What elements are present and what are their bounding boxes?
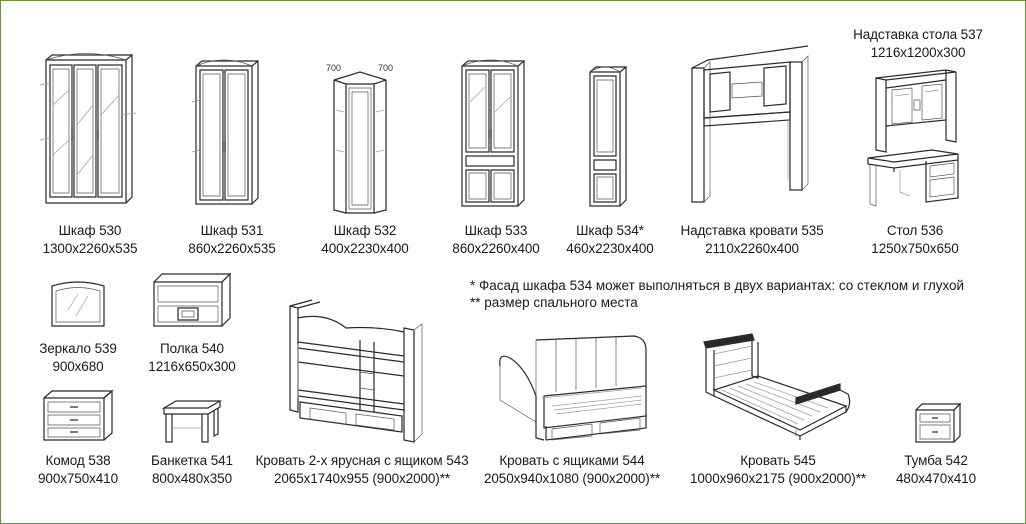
wardrobe-532-caption: Шкаф 532 400x2230x400 bbox=[305, 222, 425, 258]
wardrobe-532 bbox=[330, 70, 390, 215]
bench-541-caption: Банкетка 541 800x480x350 bbox=[132, 452, 252, 488]
bunk-bed-543-dims: 2065x1740x955 (900x2000)** bbox=[273, 471, 451, 486]
wardrobe-533-drawing bbox=[458, 52, 530, 210]
bed-545 bbox=[700, 332, 856, 442]
desk-536 bbox=[866, 66, 962, 208]
wardrobe-530-drawing bbox=[40, 45, 140, 205]
wardrobe-531-caption: Шкаф 531 860x2260x535 bbox=[172, 222, 292, 258]
wardrobe-533 bbox=[458, 52, 530, 210]
shelf-540 bbox=[152, 268, 234, 330]
bed-545-dims: 1000x960x2175 (900x2000)** bbox=[689, 471, 867, 486]
bed-with-drawers-544 bbox=[496, 330, 656, 442]
desk-536-name: Стол 536 bbox=[886, 223, 944, 238]
mirror-539-dims: 900x680 bbox=[52, 359, 104, 374]
desk-536-caption: Стол 536 1250x750x650 bbox=[850, 222, 980, 258]
shelf-540-drawing bbox=[152, 268, 234, 330]
wardrobe-534-name: Шкаф 534* bbox=[576, 223, 644, 238]
wardrobe-532-dims: 400x2230x400 bbox=[321, 241, 409, 256]
nightstand-542-name: Тумба 542 bbox=[904, 453, 968, 468]
bench-541 bbox=[162, 398, 224, 444]
wardrobe-534-dims: 460x2230x400 bbox=[566, 241, 654, 256]
bench-541-drawing bbox=[162, 398, 224, 444]
bunk-bed-543-caption: Кровать 2-х ярусная с ящиком 543 2065x17… bbox=[242, 452, 482, 488]
wardrobe-533-name: Шкаф 533 bbox=[464, 223, 528, 238]
chest-of-drawers-538-name: Комод 538 bbox=[45, 453, 111, 468]
note-sleeping-place: ** размер спального места bbox=[470, 295, 638, 310]
wardrobe-531-drawing bbox=[192, 52, 262, 207]
bunk-bed-543-drawing bbox=[286, 298, 434, 446]
chest-of-drawers-538-dims: 900x750x410 bbox=[38, 471, 118, 486]
desk-superstructure-537-name: Надставка стола 537 bbox=[853, 27, 983, 42]
bed-superstructure-535-drawing bbox=[690, 40, 812, 205]
shelf-540-dims: 1216x650x300 bbox=[148, 359, 236, 374]
chest-of-drawers-538 bbox=[42, 388, 114, 444]
nightstand-542 bbox=[912, 400, 964, 446]
bed-superstructure-535 bbox=[690, 40, 812, 205]
shelf-540-caption: Полка 540 1216x650x300 bbox=[132, 340, 252, 376]
wardrobe-532-dim-left: 700 bbox=[326, 63, 342, 73]
wardrobe-534-drawing bbox=[586, 60, 632, 210]
nightstand-542-drawing bbox=[912, 400, 964, 446]
bed-superstructure-535-caption: Надставка кровати 535 2110x2260x400 bbox=[672, 222, 832, 258]
bed-with-drawers-544-name: Кровать с ящиками 544 bbox=[499, 453, 645, 468]
wardrobe-534 bbox=[586, 60, 632, 210]
bed-superstructure-535-dims: 2110x2260x400 bbox=[705, 241, 799, 256]
wardrobe-532-drawing bbox=[330, 70, 390, 215]
desk-superstructure-537-dims: 1216x1200x300 bbox=[870, 45, 966, 60]
bed-superstructure-535-name: Надставка кровати 535 bbox=[680, 223, 824, 238]
mirror-539 bbox=[48, 280, 108, 330]
bed-with-drawers-544-dims: 2050x940x1080 (900x2000)** bbox=[483, 471, 661, 486]
desk-536-dims: 1250x750x650 bbox=[871, 241, 959, 256]
bunk-bed-543 bbox=[286, 298, 434, 446]
shelf-540-name: Полка 540 bbox=[160, 341, 224, 356]
wardrobe-531-dims: 860x2260x535 bbox=[188, 241, 276, 256]
wardrobe-532-dim-right: 700 bbox=[378, 63, 394, 73]
wardrobe-530 bbox=[40, 45, 140, 205]
wardrobe-530-caption: Шкаф 530 1300x2260x535 bbox=[20, 222, 160, 258]
bed-545-drawing bbox=[700, 332, 856, 442]
nightstand-542-caption: Тумба 542 480x470x410 bbox=[876, 452, 996, 488]
wardrobe-533-caption: Шкаф 533 860x2260x400 bbox=[436, 222, 556, 258]
mirror-539-caption: Зеркало 539 900x680 bbox=[18, 340, 138, 376]
mirror-539-name: Зеркало 539 bbox=[39, 341, 117, 356]
bunk-bed-543-name: Кровать 2-х ярусная с ящиком 543 bbox=[255, 453, 469, 468]
bench-541-name: Банкетка 541 bbox=[151, 453, 233, 468]
wardrobe-530-name: Шкаф 530 bbox=[58, 223, 122, 238]
wardrobe-531 bbox=[192, 52, 262, 207]
mirror-539-drawing bbox=[48, 280, 108, 330]
note-facade-534: * Фасад шкафа 534 может выполняться в дв… bbox=[470, 278, 965, 293]
bed-545-name: Кровать 545 bbox=[740, 453, 816, 468]
bed-with-drawers-544-drawing bbox=[496, 330, 656, 442]
chest-of-drawers-538-caption: Комод 538 900x750x410 bbox=[18, 452, 138, 488]
bed-with-drawers-544-caption: Кровать с ящиками 544 2050x940x1080 (900… bbox=[482, 452, 662, 488]
nightstand-542-dims: 480x470x410 bbox=[896, 471, 976, 486]
desk-superstructure-537-caption: Надставка стола 537 1216x1200x300 bbox=[848, 26, 988, 62]
wardrobe-534-caption: Шкаф 534* 460x2230x400 bbox=[555, 222, 665, 258]
chest-of-drawers-538-drawing bbox=[42, 388, 114, 444]
wardrobe-531-name: Шкаф 531 bbox=[200, 223, 264, 238]
wardrobe-530-dims: 1300x2260x535 bbox=[42, 241, 138, 256]
bench-541-dims: 800x480x350 bbox=[152, 471, 232, 486]
wardrobe-532-name: Шкаф 532 bbox=[333, 223, 397, 238]
desk-536-drawing bbox=[866, 66, 962, 208]
bed-545-caption: Кровать 545 1000x960x2175 (900x2000)** bbox=[678, 452, 878, 488]
wardrobe-533-dims: 860x2260x400 bbox=[452, 241, 540, 256]
